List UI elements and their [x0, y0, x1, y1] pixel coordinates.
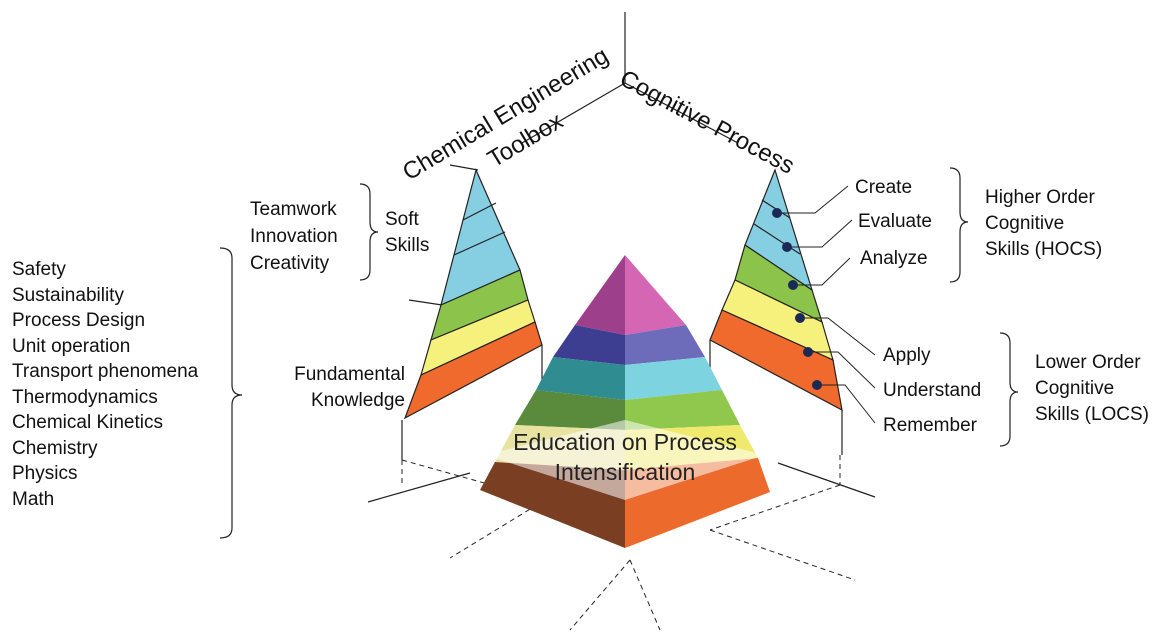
- center-label-line2: Intensification: [554, 459, 696, 485]
- list-item: Thermodynamics: [12, 386, 158, 408]
- level-analyze: Analyze: [860, 248, 928, 269]
- list-item: Chemical Kinetics: [12, 412, 163, 433]
- level-evaluate: Evaluate: [858, 211, 932, 232]
- pyr-left-green: [515, 390, 625, 430]
- soft-skills-bracket: [359, 183, 379, 281]
- right-axis-top: [624, 82, 739, 144]
- left-layer-orange: [403, 321, 543, 420]
- left-blue-div1: [462, 202, 497, 221]
- filled-circle-marker: [812, 380, 822, 390]
- locs-line: Skills (LOCS): [1035, 404, 1150, 425]
- list-item: Chemistry: [12, 437, 98, 459]
- left-axis-top: [521, 82, 626, 144]
- pyr-right-magenta: [625, 255, 686, 335]
- soft-skills-group-label: Soft Skills: [385, 209, 430, 256]
- pyr-left-magenta: [575, 255, 625, 335]
- filled-circle-marker: [795, 313, 805, 323]
- floor-line-8: [569, 559, 631, 631]
- hocs-line: Higher Order: [985, 187, 1095, 208]
- left-axis-bottom: [367, 472, 471, 503]
- locs-bracket: [999, 332, 1019, 447]
- axis-lines: [367, 12, 876, 503]
- leader-apply: [800, 317, 876, 356]
- leader-evaluate: [787, 219, 853, 248]
- list-item: Transport phenomena: [12, 361, 199, 382]
- list-item: Unit operation: [12, 335, 131, 357]
- pyr-right-green: [625, 390, 740, 430]
- filled-circle-marker: [772, 208, 782, 218]
- filled-circle-marker: [782, 242, 792, 252]
- locs-line: Lower Order: [1035, 352, 1141, 373]
- pyr-left-teal: [536, 357, 625, 400]
- filled-circle-marker: [803, 347, 813, 357]
- hocs-line: Skills (HOCS): [985, 239, 1103, 260]
- pyr-right-indigo: [625, 325, 705, 365]
- level-create: Create: [855, 177, 913, 198]
- pyr-left-indigo: [553, 325, 625, 365]
- pyr-label-band: [485, 420, 765, 500]
- hocs-line: Cognitive: [985, 213, 1065, 234]
- list-item: Math: [12, 488, 55, 510]
- list-item: Safety: [12, 259, 66, 280]
- right-triangle: [709, 168, 843, 412]
- locs-line: Cognitive: [1035, 378, 1115, 399]
- left-wall-tick: [449, 164, 479, 171]
- soft-item-teamwork: Teamwork: [250, 199, 337, 220]
- level-markers: [777, 185, 876, 424]
- list-item: Process Design: [12, 310, 146, 331]
- leader-understand: [808, 351, 876, 389]
- floor-line-7: [629, 559, 661, 631]
- hocs-bracket: [949, 167, 969, 283]
- left-blue-div2: [453, 231, 506, 256]
- level-understand: Understand: [883, 380, 982, 401]
- fundamental-bracket: [219, 247, 243, 539]
- level-apply: Apply: [883, 345, 931, 366]
- leader-analyze: [793, 257, 851, 286]
- soft-item-innovation: Innovation: [250, 226, 338, 247]
- soft-item-creativity: Creativity: [250, 253, 330, 274]
- filled-circle-marker: [788, 280, 798, 290]
- brackets: [219, 167, 1019, 539]
- fundamental-items-list: Safety Sustainability Process Design Uni…: [12, 257, 198, 512]
- central-pyramid: [480, 255, 770, 548]
- hocs-group-label: Higher Order Cognitive Skills (HOCS): [985, 185, 1102, 263]
- list-item: Physics: [12, 463, 78, 484]
- right-blue-div2: [753, 223, 801, 255]
- fundamental-group-label: Fundamental Knowledge: [294, 364, 405, 411]
- floor-line-1: [401, 459, 546, 501]
- floor-line-5: [709, 484, 841, 531]
- locs-group-label: Lower Order Cognitive Skills (LOCS): [1035, 350, 1149, 428]
- list-item: Sustainability: [12, 284, 124, 306]
- leader-create: [777, 185, 849, 214]
- left-triangle: [403, 168, 543, 420]
- level-remember: Remember: [883, 415, 977, 436]
- leader-remember: [817, 384, 876, 424]
- center-label-line1: Education on Process: [513, 429, 737, 455]
- floor-line-6: [709, 529, 856, 581]
- pyr-right-teal: [625, 357, 722, 400]
- marker-dots: [772, 208, 822, 390]
- center-label: Education on Process Intensification: [475, 427, 775, 487]
- right-axis-bottom: [777, 462, 876, 498]
- left-wall-tick2: [408, 299, 443, 306]
